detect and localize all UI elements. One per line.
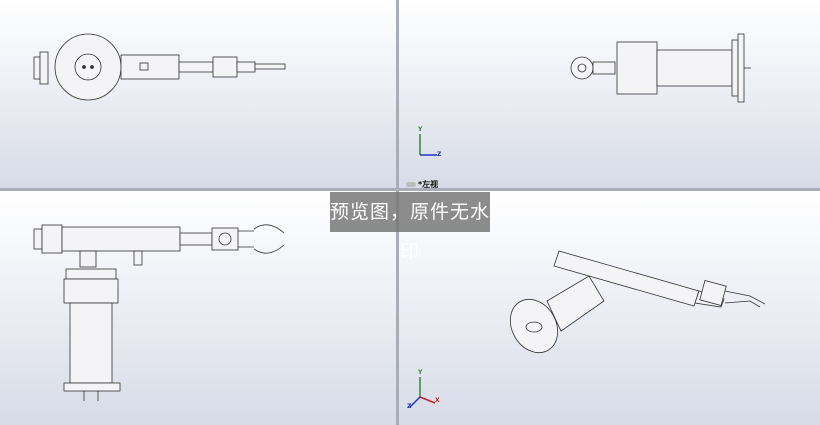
- viewport-front[interactable]: [0, 0, 396, 188]
- viewport-left[interactable]: Y Z *左视: [399, 0, 820, 188]
- axis-y-label: Y: [418, 369, 423, 376]
- viewport-splitter-horizontal[interactable]: [0, 188, 820, 191]
- axis-z-label: Z: [437, 151, 442, 158]
- watermark: 预览图，原件无水印: [330, 192, 490, 263]
- axis-z-label: Z: [407, 403, 412, 410]
- front-view-drawing: [33, 33, 286, 101]
- view-name: *左视: [418, 180, 439, 188]
- view-toggle-icon[interactable]: [406, 182, 416, 187]
- left-view-drawing: [419, 33, 751, 156]
- top-view-drawing: [33, 224, 285, 401]
- view-label: *左视: [406, 179, 438, 188]
- isometric-view-drawing: [409, 250, 766, 408]
- axis-y-label: Y: [418, 126, 423, 133]
- axis-x-label: X: [435, 397, 440, 404]
- viewport-isometric[interactable]: Y X Z: [399, 191, 820, 425]
